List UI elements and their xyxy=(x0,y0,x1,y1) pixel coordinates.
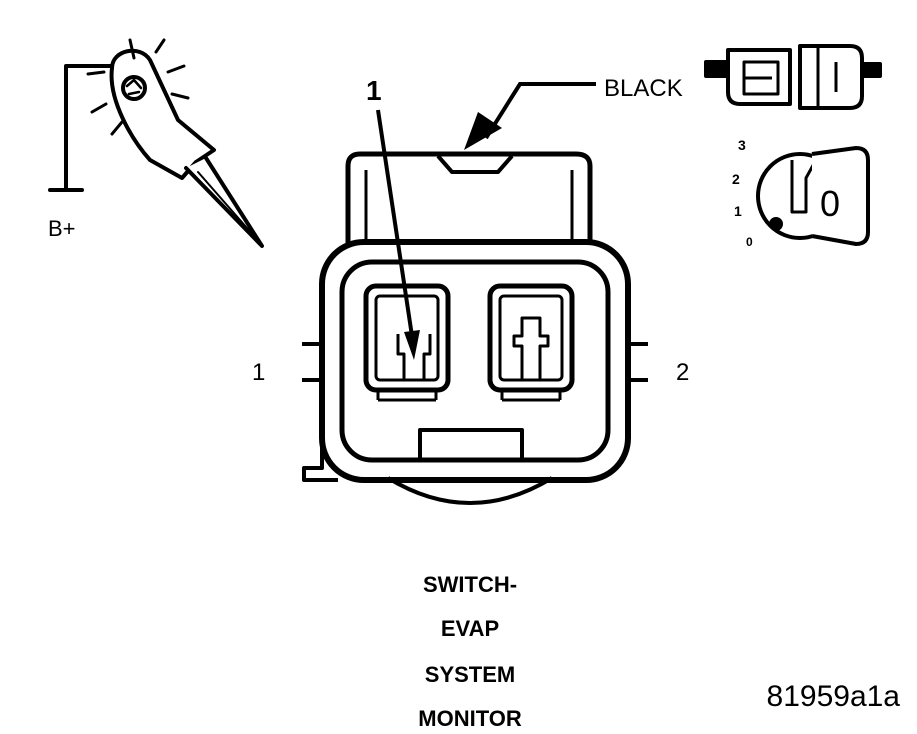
pin-callout-arrow xyxy=(376,109,420,360)
ignition-position-1: 1 xyxy=(734,203,742,219)
pin-callout-label: 1 xyxy=(366,75,382,106)
terminal-2-label: 2 xyxy=(676,359,689,386)
test-light-probe-icon xyxy=(48,38,264,248)
connector-plug-icon xyxy=(704,44,882,110)
caption-line-4: MONITOR xyxy=(418,706,522,731)
caption-line-3: SYSTEM xyxy=(425,662,515,687)
ignition-position-3: 3 xyxy=(738,137,746,153)
ignition-position-0: 0 xyxy=(746,235,753,249)
color-callout-arrow xyxy=(464,82,596,150)
ignition-position-2: 2 xyxy=(732,171,740,187)
connector-color-label: BLACK xyxy=(604,75,683,102)
figure-id: 81959a1a xyxy=(767,680,901,713)
ignition-key-switch-icon xyxy=(756,146,870,246)
terminal-1-label: 1 xyxy=(252,359,265,386)
caption-line-2: EVAP xyxy=(441,616,499,641)
connector-icon xyxy=(302,151,648,505)
caption-line-1: SWITCH- xyxy=(423,572,517,597)
b-plus-label: B+ xyxy=(48,216,76,241)
key-symbol-label: 0 xyxy=(820,183,840,224)
